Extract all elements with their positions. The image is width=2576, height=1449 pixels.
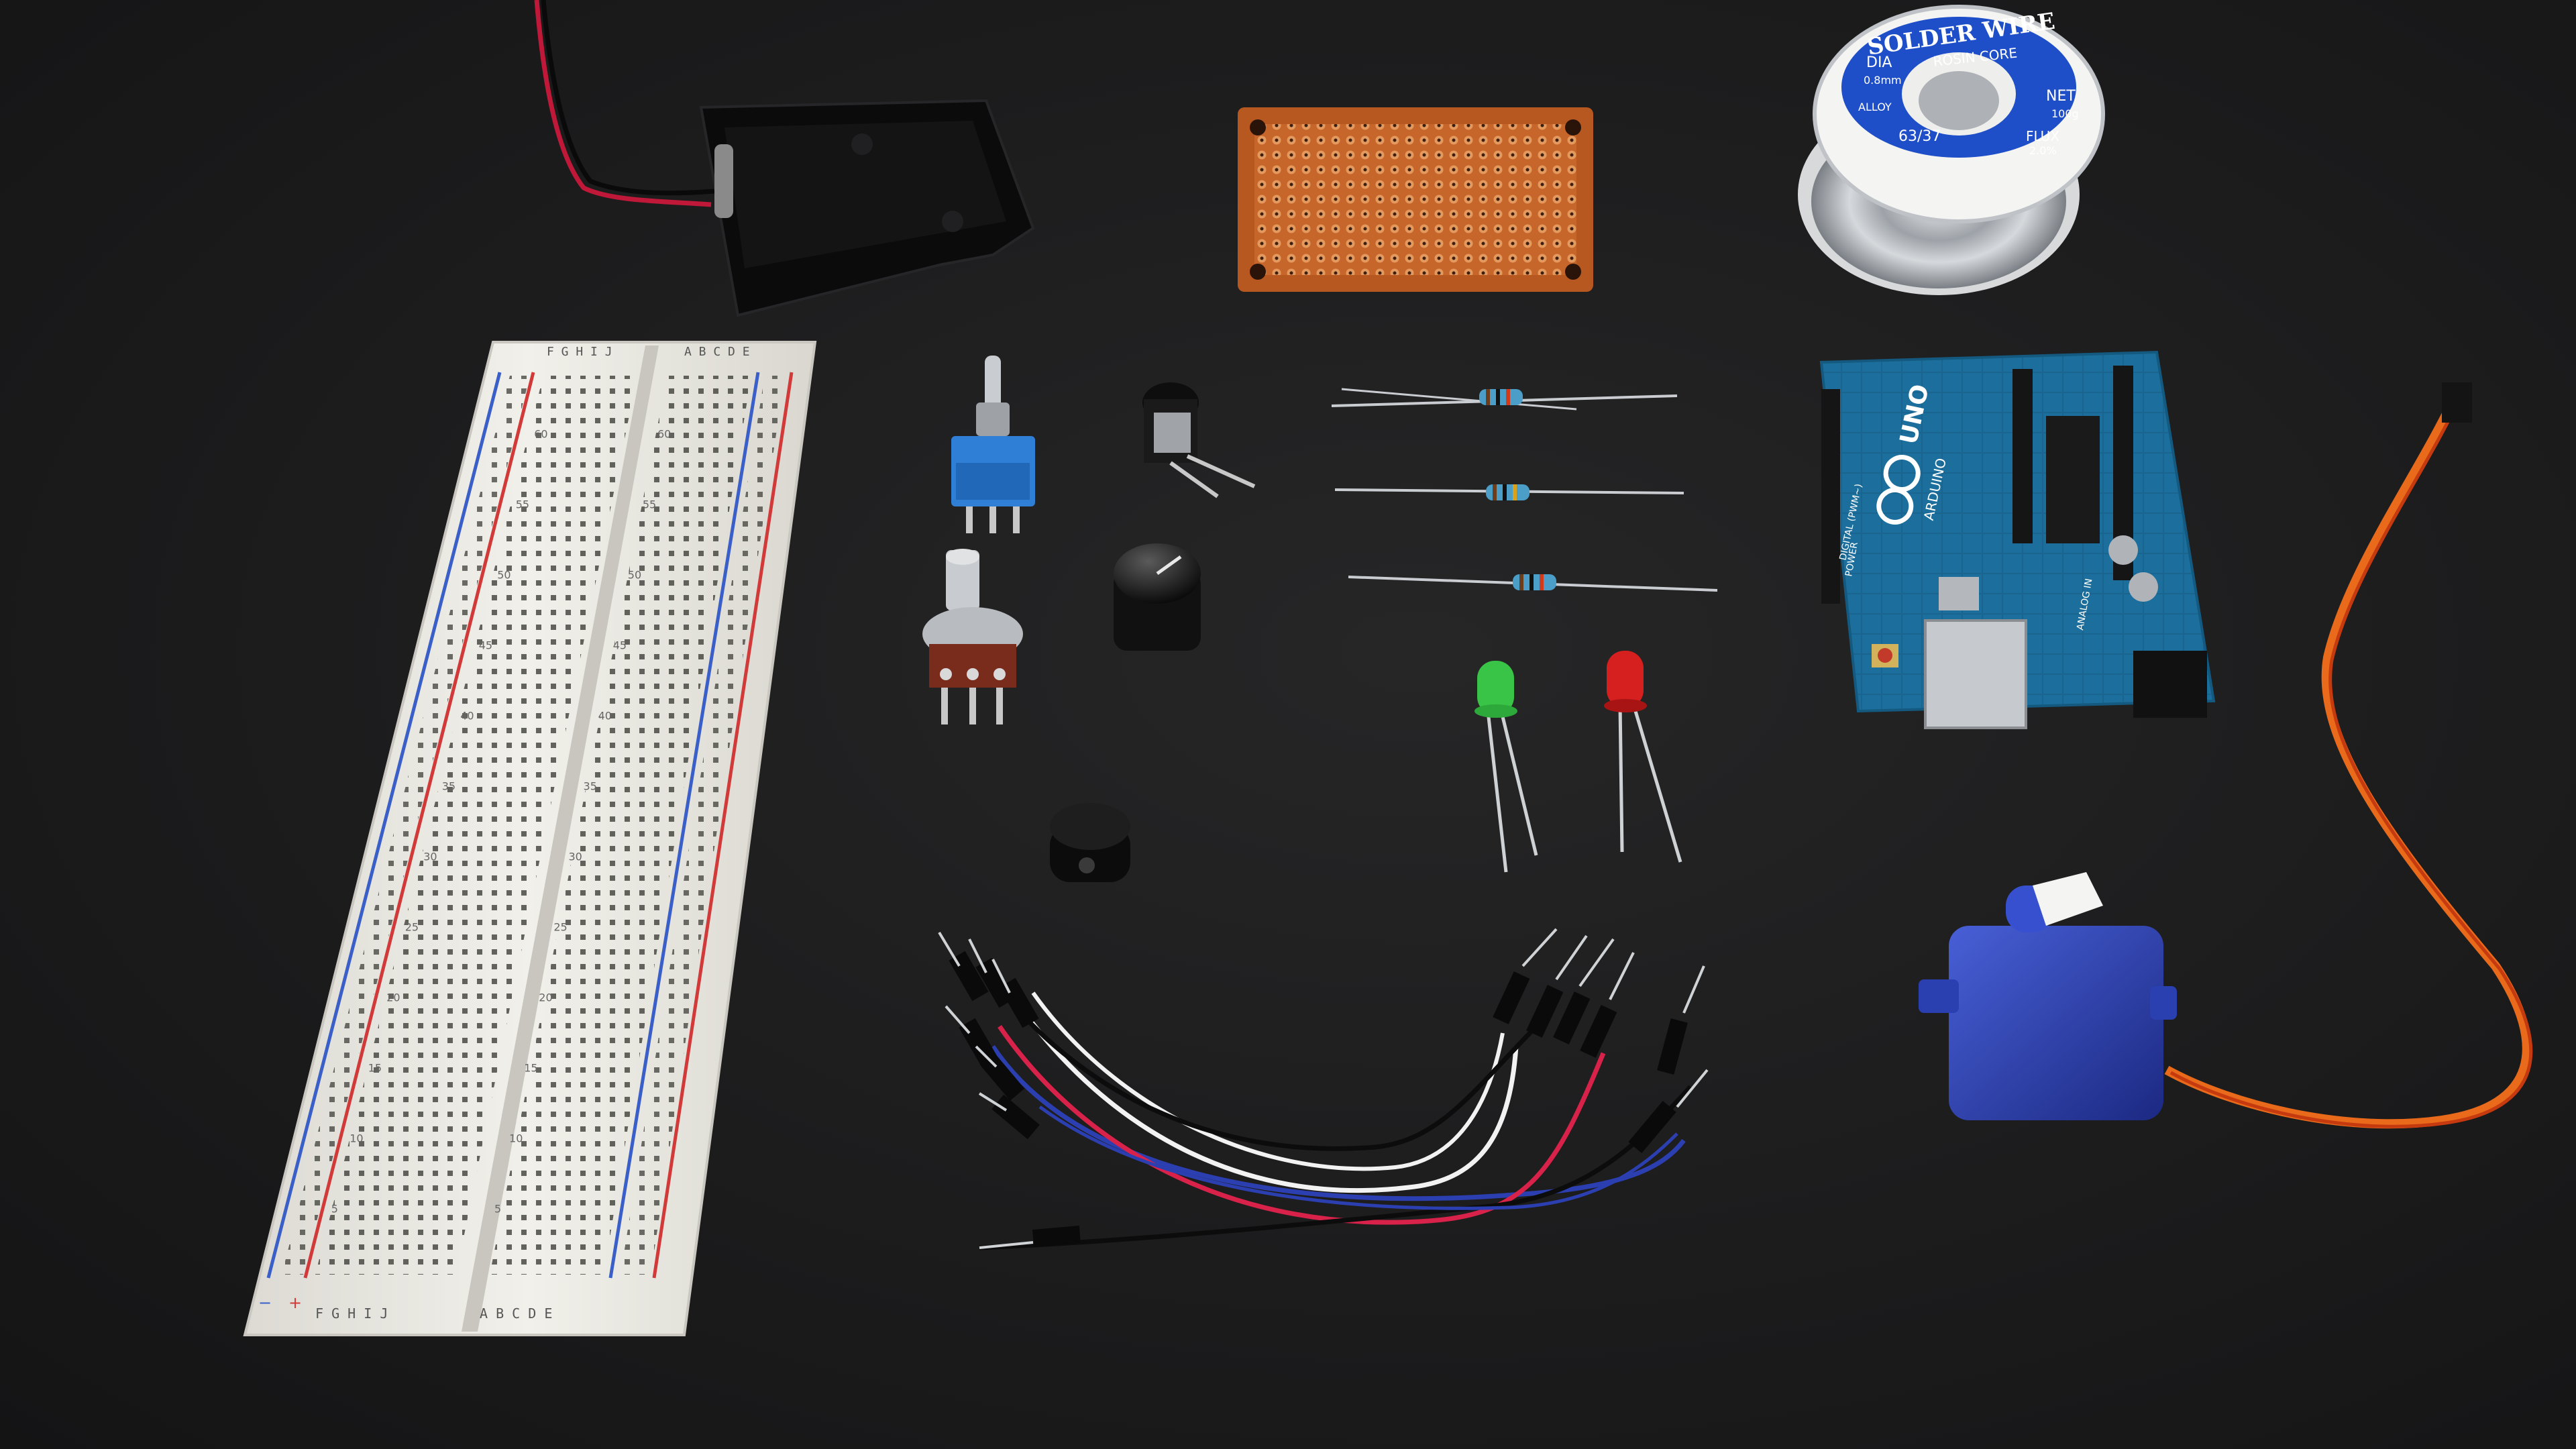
- servo-body: [1949, 926, 2163, 1120]
- jumper-connectors-right: [1493, 971, 1688, 1153]
- resistor-3: [1348, 574, 1718, 592]
- breadboard-row-number: 45: [613, 639, 627, 652]
- breadboard-row-number: 50: [628, 569, 641, 582]
- breadboard-row-number: 45: [479, 639, 492, 652]
- battery-red-wire: [534, 0, 712, 207]
- jumper-wire-red: [998, 1025, 1606, 1225]
- breadboard-row-number: 10: [350, 1132, 363, 1145]
- servo-cable: [2164, 394, 2532, 1129]
- toggle-switch: [951, 356, 1035, 533]
- solder-spool-flux-value: 2.0%: [2029, 144, 2057, 157]
- solder-spool-alloy-value: 63/37: [1898, 128, 1941, 145]
- solder-spool-net-value: 100g: [2051, 107, 2079, 120]
- breadboard-center-channel: [462, 345, 659, 1332]
- perfboard-pcb: [1238, 107, 1593, 292]
- breadboard-row-number: 60: [534, 428, 547, 441]
- breadboard-row-number: 40: [460, 710, 474, 722]
- breadboard-rows-left-top: F G H I J: [547, 345, 612, 359]
- solder-spool-dia-value: 0.8mm: [1864, 74, 1902, 87]
- breadboard-row-number: 10: [509, 1132, 523, 1145]
- potentiometer-knob: [1114, 543, 1201, 651]
- breadboard-rows-right-top: A B C D E: [684, 345, 750, 359]
- breadboard-row-number: 20: [386, 991, 400, 1004]
- breadboard-rail-red-left: [303, 372, 535, 1279]
- breadboard-row-number: 50: [497, 569, 511, 582]
- battery-holder: [534, 0, 1035, 317]
- led-green: [1474, 661, 1538, 873]
- potentiometer-body: [929, 644, 1016, 688]
- resistor-1: [1331, 388, 1678, 411]
- battery-black-wire: [541, 0, 715, 196]
- servo-motor: [1919, 382, 2533, 1129]
- jumper-wire-white-1: [1018, 1004, 1519, 1193]
- servo-horn: [2033, 872, 2103, 926]
- solder-spool-dia-label: DIA: [1866, 54, 1892, 71]
- breadboard-rail-blue-right: [608, 372, 760, 1279]
- breadboard-row-number: 40: [598, 710, 612, 722]
- battery-snap-terminal: [714, 144, 733, 218]
- breadboard-row-number: 15: [368, 1062, 382, 1075]
- jumper-wire-black-1: [991, 977, 1545, 1151]
- breadboard-row-number: 20: [539, 991, 552, 1004]
- push-button: [1142, 382, 1256, 498]
- breadboard-rail-plus-label: +: [288, 1293, 302, 1312]
- breadboard-row-number: 5: [494, 1203, 501, 1216]
- breadboard-row-number: 35: [584, 780, 597, 793]
- resistors: [1331, 388, 1718, 592]
- jumper-wire-white-2: [1031, 991, 1505, 1171]
- breadboard-rail-blue-left: [266, 372, 502, 1279]
- jumper-wires: [938, 928, 1709, 1250]
- breadboard-rows-right-bottom: A B C D E: [480, 1305, 552, 1322]
- breadboard-rail-minus-label: −: [258, 1293, 272, 1312]
- led-red: [1604, 651, 1682, 863]
- solder-wire-spool: SOLDER WIRE ROSIN CORE DIA 0.8mm NET 100…: [1798, 5, 2105, 295]
- arduino-digital-header: [2012, 369, 2033, 543]
- breadboard: F G H I J A B C D E F G H I J A B C D E …: [243, 341, 817, 1336]
- breadboard-row-number: 30: [568, 851, 582, 863]
- jumper-wire-blue-2: [1038, 1105, 1678, 1210]
- breadboard-rows-left-bottom: F G H I J: [315, 1305, 388, 1322]
- potentiometer: [922, 549, 1023, 724]
- arduino-microcontroller-chip: [2046, 416, 2100, 543]
- arduino-uno-board: UNO ARDUINO DIGITAL (PWM~) ANALOG IN POW…: [1819, 350, 2216, 729]
- jumper-wire-blue: [991, 1045, 1686, 1201]
- arduino-power-jack: [2133, 651, 2207, 718]
- jumper-wire-black-2: [979, 1085, 1693, 1250]
- piezo-buzzer: [1050, 803, 1130, 882]
- breadboard-row-number: 30: [423, 851, 437, 863]
- arduino-usb-port: [1924, 619, 2027, 729]
- breadboard-row-number: 55: [643, 498, 656, 511]
- breadboard-row-number: 25: [553, 921, 567, 934]
- resistor-2: [1334, 484, 1684, 500]
- solder-spool-alloy-label: ALLOY: [1858, 101, 1892, 113]
- breadboard-row-number: 60: [657, 428, 671, 441]
- arduino-power-header: [1821, 389, 1840, 604]
- breadboard-rail-red-right: [652, 372, 794, 1279]
- solder-spool-flux-label: FLUX: [2026, 128, 2059, 144]
- breadboard-row-number: 25: [405, 921, 419, 934]
- breadboard-row-number: 15: [524, 1062, 537, 1075]
- breadboard-row-number: 35: [442, 780, 455, 793]
- breadboard-row-number: 5: [331, 1203, 338, 1216]
- solder-spool-net-label: NET: [2046, 88, 2076, 105]
- breadboard-row-number: 55: [516, 498, 529, 511]
